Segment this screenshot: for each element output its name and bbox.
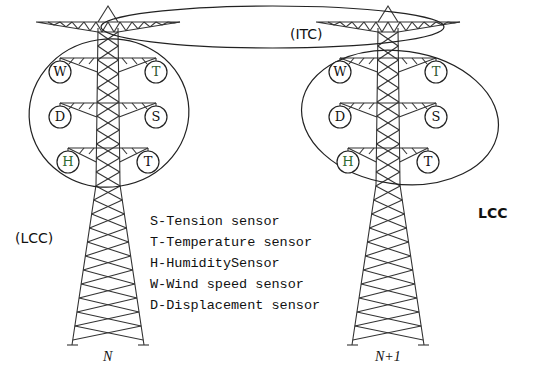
sensor-circle-shape: [417, 151, 439, 173]
sensor-circle-shape: [329, 106, 351, 128]
tower-right: [316, 6, 460, 345]
sensor-letter: H: [342, 155, 353, 169]
legend-line: W-Wind speed sensor: [150, 277, 304, 293]
tower-number: N: [101, 349, 114, 364]
sensor-circle-shape: [425, 61, 447, 83]
sensor-circle: W: [328, 60, 352, 84]
sensor-circle-shape: [137, 151, 159, 173]
tower-number: N+1: [373, 349, 403, 364]
sensor-circle-shape: [337, 151, 359, 173]
sensor-circle: S: [144, 105, 168, 129]
sensor-letter: T: [152, 65, 161, 79]
sensor-letter: D: [55, 110, 65, 124]
sensor-circle-shape: [57, 151, 79, 173]
sensor-circle: H: [56, 150, 80, 174]
legend-line: D-Displacement sensor: [150, 298, 320, 314]
sensor-circle-shape: [425, 106, 447, 128]
sensor-circle: T: [416, 150, 440, 174]
legend-line: S-Tension sensor: [150, 214, 280, 230]
itc-ellipse: (ITC): [100, 5, 445, 49]
sensor-circle: T: [144, 60, 168, 84]
sensor-circle: D: [48, 105, 72, 129]
sensor-letter: S: [152, 110, 161, 124]
sensor-letter: T: [424, 155, 433, 169]
sensor-circle-shape: [145, 106, 167, 128]
sensor-circle: H: [336, 150, 360, 174]
sensor-circle-shape: [49, 61, 71, 83]
legend-line: H-HumiditySensor: [150, 256, 280, 272]
sensor-letter: T: [144, 155, 153, 169]
sensor-circle-shape: [49, 106, 71, 128]
lcc-ellipse: WTDSHTLCC: [300, 50, 500, 185]
sensor-letter: W: [53, 65, 66, 79]
region-label: (ITC): [290, 26, 323, 42]
sensor-circle-shape: [329, 61, 351, 83]
region-label: (LCC): [15, 230, 53, 246]
sensor-circle: T: [136, 150, 160, 174]
sensor-circle: S: [424, 105, 448, 129]
sensor-circle: T: [424, 60, 448, 84]
sensor-circle-shape: [145, 61, 167, 83]
ellipse-shape: [101, 6, 444, 48]
sensor-letter: D: [335, 110, 345, 124]
sensor-letter: H: [62, 155, 73, 169]
lcc-ellipse: WTDSHT(LCC): [28, 38, 190, 188]
sensor-letter: W: [333, 65, 346, 79]
region-label: LCC: [478, 205, 507, 221]
sensor-circle: W: [48, 60, 72, 84]
sensor-circle: D: [328, 105, 352, 129]
ellipse-shape: [19, 29, 198, 198]
legend-line: T-Temperature sensor: [150, 235, 312, 251]
sensor-letter: S: [432, 110, 441, 124]
ellipse-outline: [100, 5, 445, 49]
sensor-letter: T: [432, 65, 441, 79]
ellipse-shape: [293, 38, 508, 197]
